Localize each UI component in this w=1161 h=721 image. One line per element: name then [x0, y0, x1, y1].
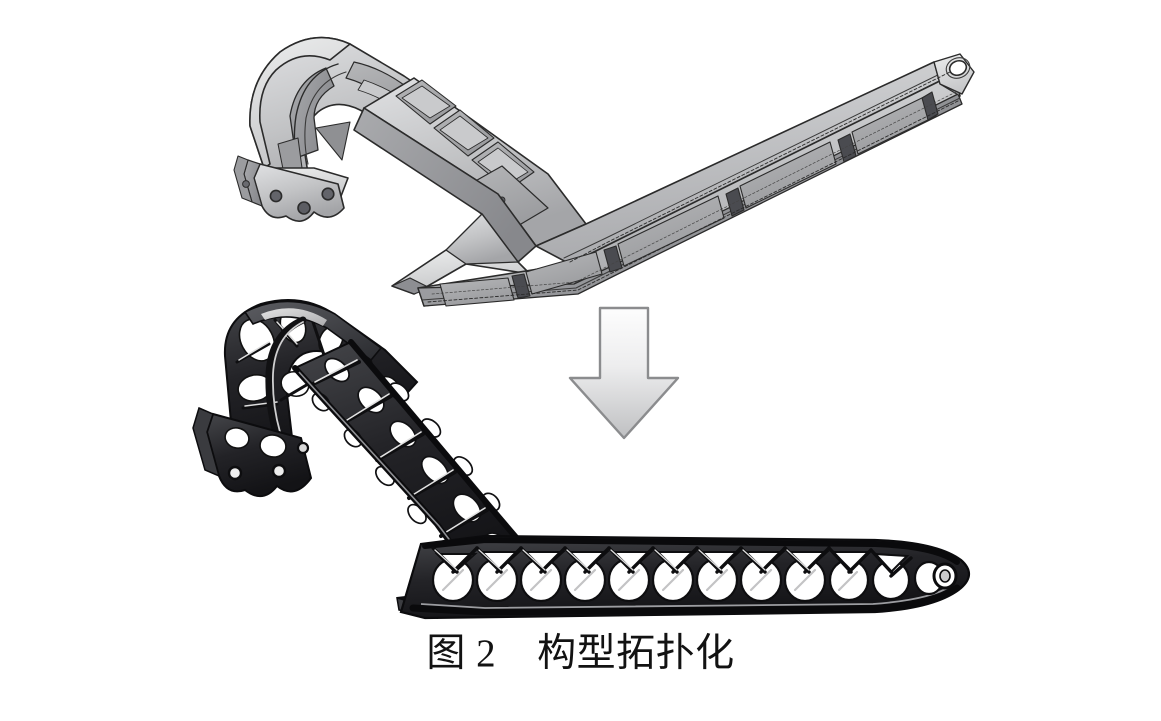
hook-inner-pocket [289, 67, 335, 159]
opt-hook-top-specular [261, 308, 327, 326]
opt-beam-upper-chord [422, 536, 960, 565]
beam-pocket-2 [525, 251, 603, 295]
beam-rib-4 [837, 133, 857, 163]
beam-pocket-1 [439, 277, 515, 307]
figure-caption: 图 2 构型拓扑化 [426, 632, 735, 675]
arrow-shape [568, 306, 680, 440]
beam-hatch-strip-upper [569, 71, 951, 263]
opt-diag-strut-highlights [314, 359, 486, 535]
opt-lug-void-2 [259, 434, 287, 458]
opt-lug-bolt-hole-3 [296, 441, 310, 455]
lug-bolt-hole-1 [269, 189, 283, 203]
beam-top-flange [535, 61, 955, 265]
original-model-geometry [233, 36, 975, 307]
downward-transform-arrow [560, 300, 688, 445]
beam-top-flange-edge [563, 69, 949, 259]
opt-beam-cell-highlights [441, 568, 859, 592]
opt-beam-web-highlights [434, 549, 810, 571]
lug-bolt-hole-3 [321, 187, 335, 201]
lug-bolt-hole-2 [297, 201, 311, 215]
lug-plate-main [253, 163, 345, 222]
original-cad-model [218, 18, 978, 307]
tip-eyelet-ring [945, 57, 971, 79]
beam-pocket-5 [851, 93, 937, 155]
opt-lug-bolt-hole-2 [271, 463, 287, 479]
lug-bolt-hole-rear [242, 180, 250, 188]
opt-beam-lower-chord [409, 584, 961, 616]
optimized-model-geometry [192, 299, 971, 620]
diagonal-pocket-2-inner [439, 115, 489, 151]
hook-inner-rib-arc-2 [304, 71, 347, 165]
beam-pocket-4 [739, 141, 837, 209]
beam-hatch-strip-mid [431, 91, 957, 295]
opt-beam-tip-eyelet-inner [939, 569, 951, 583]
opt-lug-back-plate [192, 406, 221, 478]
beam-rib-1 [511, 273, 531, 299]
hook-left-flank [249, 36, 351, 169]
hook-web-triangle [315, 121, 351, 161]
opt-beam-lower-chord-highlight [420, 585, 952, 609]
knee-gusset-face [445, 213, 519, 265]
opt-lug-void-1 [224, 427, 250, 449]
topology-optimized-model [185, 296, 1005, 626]
beam-hatch-strip-lower [427, 99, 961, 303]
lug-plate-rear [233, 155, 253, 203]
beam-rib-3 [725, 187, 745, 217]
opt-hook-inner-arch-highlight [271, 321, 304, 433]
tip-eyelet-hole [948, 59, 968, 77]
opt-lug-body [205, 412, 313, 497]
opt-hook-inner-arch [265, 316, 307, 440]
optimized-horizontal-beam [399, 534, 971, 620]
diagonal-pocket-1-inner [401, 85, 451, 119]
opt-lug-bolt-hole-1 [227, 465, 243, 481]
optimized-lug-plate [192, 406, 313, 497]
